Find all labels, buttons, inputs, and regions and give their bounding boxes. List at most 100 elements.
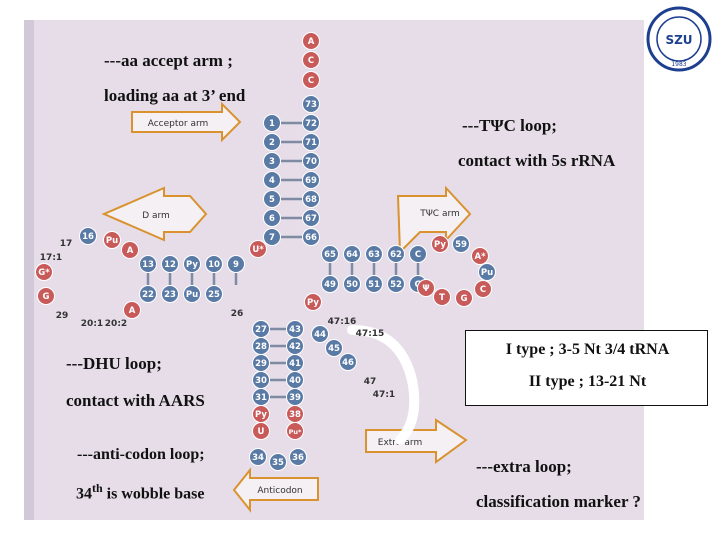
acceptor-5prime-base: 3 — [263, 152, 281, 170]
tpc-stem-base: 50 — [343, 275, 361, 293]
svg-text:TΨC arm: TΨC arm — [419, 209, 460, 219]
svg-text:20:2: 20:2 — [105, 319, 127, 329]
anticodon-stem-base: 30 — [252, 371, 270, 389]
svg-text:40: 40 — [289, 376, 301, 386]
anticodon-stem-base: Pu* — [286, 422, 304, 440]
acceptor-5prime-base: 6 — [263, 209, 281, 227]
svg-text:4: 4 — [269, 176, 275, 186]
anticodon-base: 35 — [269, 453, 287, 471]
wobble-suffix: is wobble base — [102, 485, 205, 503]
d-loop-base: 17 — [60, 239, 73, 249]
svg-text:71: 71 — [305, 138, 317, 148]
svg-text:22: 22 — [142, 290, 154, 300]
d-loop-base: 16 — [79, 227, 97, 245]
d-junction-base: 26 — [231, 309, 244, 319]
d-loop-base: 29 — [56, 311, 69, 321]
acceptor-3prime-base: 72 — [302, 114, 320, 132]
anticodon-base: 36 — [289, 448, 307, 466]
variable-base: 45 — [325, 339, 343, 357]
d-loop-base: A — [123, 301, 141, 319]
anticodon-arrow: Anticodon — [232, 467, 319, 513]
tpc-loop-base: T — [433, 288, 451, 306]
extra-loop-label: ---extra loop; — [476, 457, 572, 476]
d-loop-base: 20:2 — [105, 319, 127, 329]
svg-text:A: A — [129, 306, 136, 316]
svg-text:Ψ: Ψ — [422, 284, 429, 294]
acceptor-3prime-base: 68 — [302, 190, 320, 208]
wobble-number: 34 — [76, 485, 92, 503]
svg-text:Pu: Pu — [106, 236, 118, 246]
svg-text:20:1: 20:1 — [81, 319, 103, 329]
svg-text:43: 43 — [289, 325, 301, 335]
acceptor-arm-arrow: Acceptor arm — [131, 101, 242, 143]
svg-text:G*: G* — [38, 268, 50, 278]
acceptor-tail-base: C — [302, 71, 320, 89]
tpc-stem-base: 51 — [365, 275, 383, 293]
d-stem-base: 23 — [161, 285, 179, 303]
svg-text:59: 59 — [455, 240, 467, 250]
variable-base: Py — [304, 293, 322, 311]
svg-text:25: 25 — [208, 290, 220, 300]
tpc-stem-base: 64 — [343, 245, 361, 263]
tpc-loop-label: ---TΨC loop; — [462, 116, 557, 135]
d-loop-base: G* — [35, 263, 53, 281]
svg-text:Py: Py — [434, 240, 446, 250]
anticodon-base: 34 — [249, 448, 267, 466]
svg-text:Pu*: Pu* — [289, 428, 302, 436]
variable-base: 47:16 — [328, 317, 357, 327]
dhu-loop-label: ---DHU loop; — [66, 354, 162, 373]
anticodon-stem-base: Py — [252, 405, 270, 423]
d-loop-base: 17:1 — [40, 253, 62, 263]
acceptor-5prime-base: 1 — [263, 114, 281, 132]
d-stem-base: Py — [183, 255, 201, 273]
svg-text:9: 9 — [233, 260, 239, 270]
anticodon-stem-base: 40 — [286, 371, 304, 389]
svg-text:45: 45 — [328, 344, 340, 354]
svg-text:73: 73 — [305, 100, 317, 110]
svg-text:Py: Py — [255, 410, 267, 420]
anticodon-stem-base: 39 — [286, 388, 304, 406]
svg-text:66: 66 — [305, 233, 317, 243]
variable-base: 47:15 — [356, 329, 385, 339]
svg-text:2: 2 — [269, 138, 275, 148]
svg-text:49: 49 — [324, 280, 336, 290]
svg-text:Pu: Pu — [481, 268, 493, 278]
svg-text:44: 44 — [314, 330, 326, 340]
acceptor-5prime-base: 2 — [263, 133, 281, 151]
svg-text:1: 1 — [269, 119, 275, 129]
svg-text:47:1: 47:1 — [373, 390, 395, 400]
svg-text:17: 17 — [60, 239, 73, 249]
svg-text:A: A — [308, 37, 315, 47]
variable-base: 44 — [311, 325, 329, 343]
svg-text:63: 63 — [368, 250, 380, 260]
extra-loop-type-box: I type ; 3-5 Nt 3/4 tRNA II type ; 13-21… — [465, 330, 708, 406]
svg-text:35: 35 — [272, 458, 284, 468]
d-stem-base: 13 — [139, 255, 157, 273]
svg-text:51: 51 — [368, 280, 380, 290]
anticodon-stem-base: 42 — [286, 337, 304, 355]
svg-text:C: C — [480, 285, 486, 295]
svg-text:72: 72 — [305, 119, 317, 129]
variable-base: 47 — [364, 377, 377, 387]
svg-text:12: 12 — [164, 260, 176, 270]
svg-text:38: 38 — [289, 410, 301, 420]
svg-text:A: A — [127, 246, 134, 256]
wobble-base-label: 34th is wobble base — [76, 481, 204, 503]
acceptor-tail-base: C — [302, 51, 320, 69]
svg-text:42: 42 — [289, 342, 301, 352]
acceptor-3prime-base: 70 — [302, 152, 320, 170]
acceptor-3prime-base: 71 — [302, 133, 320, 151]
svg-text:U*: U* — [252, 245, 264, 255]
d-stem-base: 22 — [139, 285, 157, 303]
svg-text:36: 36 — [292, 453, 304, 463]
variable-base: 47:1 — [373, 390, 395, 400]
acceptor-5prime-base: 4 — [263, 171, 281, 189]
svg-text:Acceptor arm: Acceptor arm — [148, 119, 209, 129]
acceptor-3prime-base: 66 — [302, 228, 320, 246]
textbook-figure-background — [24, 20, 644, 520]
loading-aa-label: loading aa at 3’ end — [104, 86, 246, 105]
accept-arm-label: ---aa accept arm ; — [104, 51, 233, 70]
svg-text:G: G — [43, 292, 50, 302]
anticodon-stem-base: 43 — [286, 320, 304, 338]
contact-5s-label: contact with 5s rRNA — [458, 151, 616, 170]
